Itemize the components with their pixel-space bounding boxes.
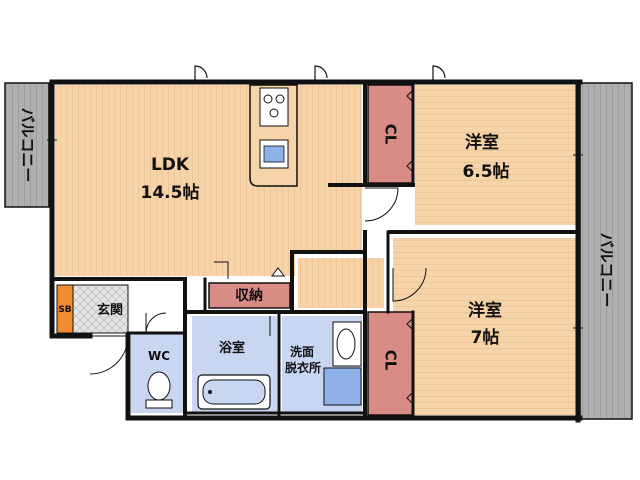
wc-label: WC	[148, 349, 170, 363]
closet-1-label: CL	[382, 124, 400, 145]
toilet-bowl	[147, 371, 171, 401]
toilet-tank	[145, 399, 173, 409]
walls	[49, 79, 583, 423]
washing-machine-space	[323, 367, 362, 406]
washroom-label-2: 脱衣所	[285, 360, 321, 375]
bath-label: 浴室	[219, 340, 245, 356]
western-1-size: 6.5帖	[462, 161, 509, 182]
closet-2: CL	[367, 311, 414, 416]
storage: 収納	[208, 282, 291, 309]
storage-label: 収納	[235, 287, 263, 304]
room-wc: WC	[131, 333, 186, 413]
ldk-size: 14.5帖	[141, 182, 200, 203]
kitchen-counter	[249, 84, 298, 187]
shoe-box: SB	[56, 284, 74, 334]
balcony-right-label: バルコニー	[598, 233, 616, 308]
balcony-left-label: バルコニー	[19, 108, 37, 183]
window-markers	[47, 139, 583, 329]
top-vents	[194, 65, 446, 80]
corridor	[298, 258, 384, 308]
western-2-name: 洋室	[468, 300, 502, 321]
closet-2-label: CL	[382, 350, 400, 371]
entrance-label: 玄関	[97, 302, 123, 318]
room-western-2: 洋室 7帖	[393, 238, 577, 415]
entrance: 玄関	[72, 284, 129, 334]
balcony-left: バルコニー	[4, 82, 50, 208]
balcony-right: バルコニー	[579, 82, 633, 420]
room-ldk: LDK 14.5帖	[55, 85, 362, 276]
doors	[89, 187, 427, 375]
shoe-box-label: SB	[58, 305, 71, 315]
room-bath: 浴室	[192, 316, 277, 413]
ldk-name: LDK	[151, 155, 190, 175]
western-2-size: 7帖	[471, 327, 500, 348]
washroom-label-1: 洗面	[290, 344, 314, 359]
room-washroom: 洗面 脱衣所	[282, 316, 362, 413]
room-western-1: 洋室 6.5帖	[415, 85, 577, 225]
western-1-name: 洋室	[465, 132, 499, 153]
closet-1: CL	[367, 84, 414, 184]
